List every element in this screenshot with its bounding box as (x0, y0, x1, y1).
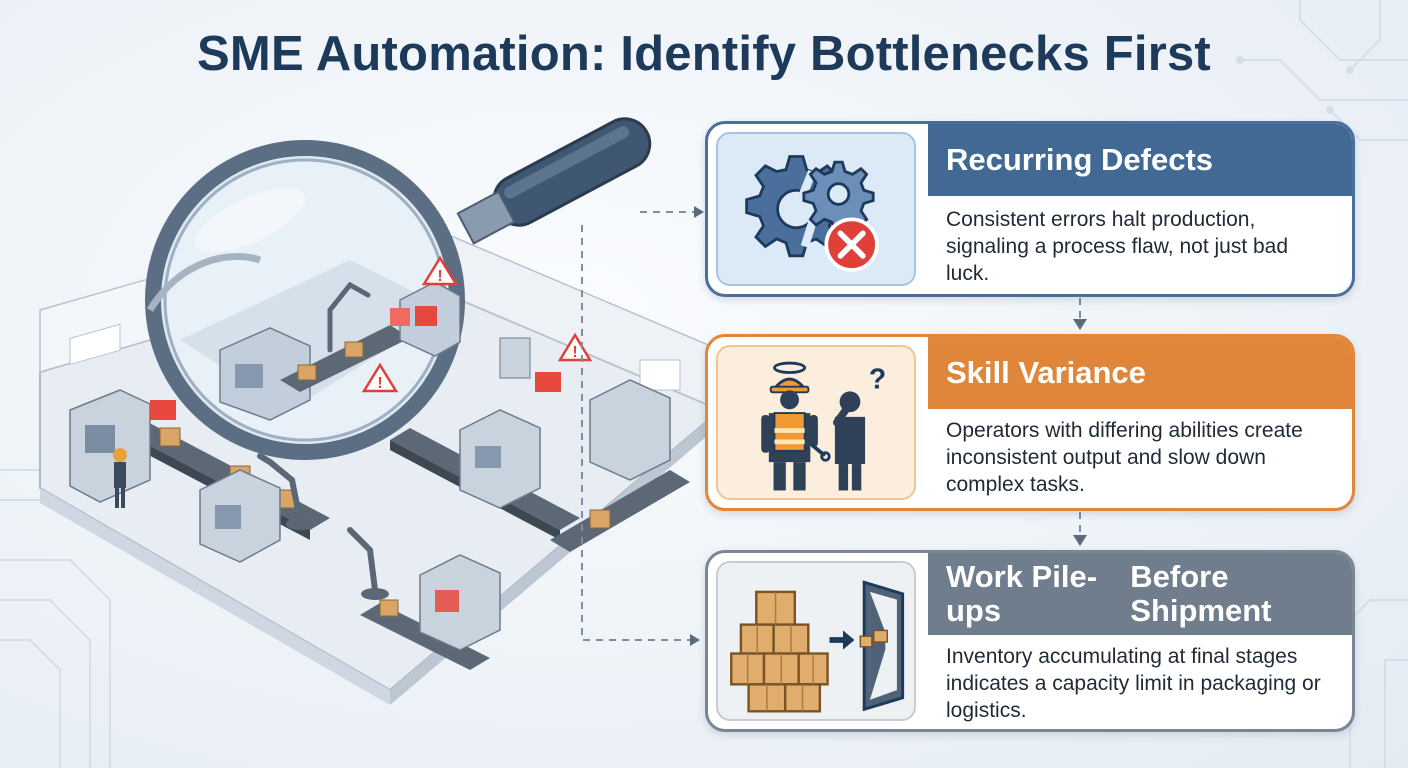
worker-figure (113, 448, 127, 508)
factory-illustration: ! ! ! (39, 117, 720, 705)
svg-text:!: ! (377, 375, 382, 392)
machine-center (199, 469, 281, 563)
card-work-pileups: Work Pile-ups Before Shipment Inventory … (705, 550, 1355, 732)
card-heading: Skill Variance (928, 337, 1352, 409)
operators-question-icon: ? (716, 345, 916, 500)
card-recurring-defects: Recurring Defects Consistent errors halt… (705, 121, 1355, 297)
card-skill-variance: ? Skill Variance Operators with differin… (705, 334, 1355, 511)
card-description: Operators with differing abilities creat… (946, 419, 1303, 496)
machine-left (69, 389, 176, 503)
card-description: Inventory accumulating at final stages i… (946, 645, 1321, 722)
broken-gear-error-icon (716, 132, 916, 286)
conveyor-belt-front (360, 554, 501, 670)
card-heading-line1: Work Pile-ups (946, 559, 1098, 628)
card-heading: Work Pile-ups Before Shipment (928, 553, 1352, 635)
card-description: Consistent errors halt production, signa… (946, 208, 1289, 285)
svg-text:!: ! (437, 268, 442, 285)
robot-arm-left (257, 453, 303, 523)
svg-text:?: ? (869, 363, 886, 395)
page-title: SME Automation: Identify Bottlenecks Fir… (197, 27, 1211, 81)
magnifying-glass-icon: ! ! (145, 117, 652, 460)
robot-arm-front (347, 527, 378, 593)
svg-text:!: ! (572, 344, 577, 361)
boxes-door-icon (716, 561, 916, 721)
card-heading: Recurring Defects (928, 124, 1352, 196)
card-heading-line2: Before Shipment (1130, 559, 1272, 628)
